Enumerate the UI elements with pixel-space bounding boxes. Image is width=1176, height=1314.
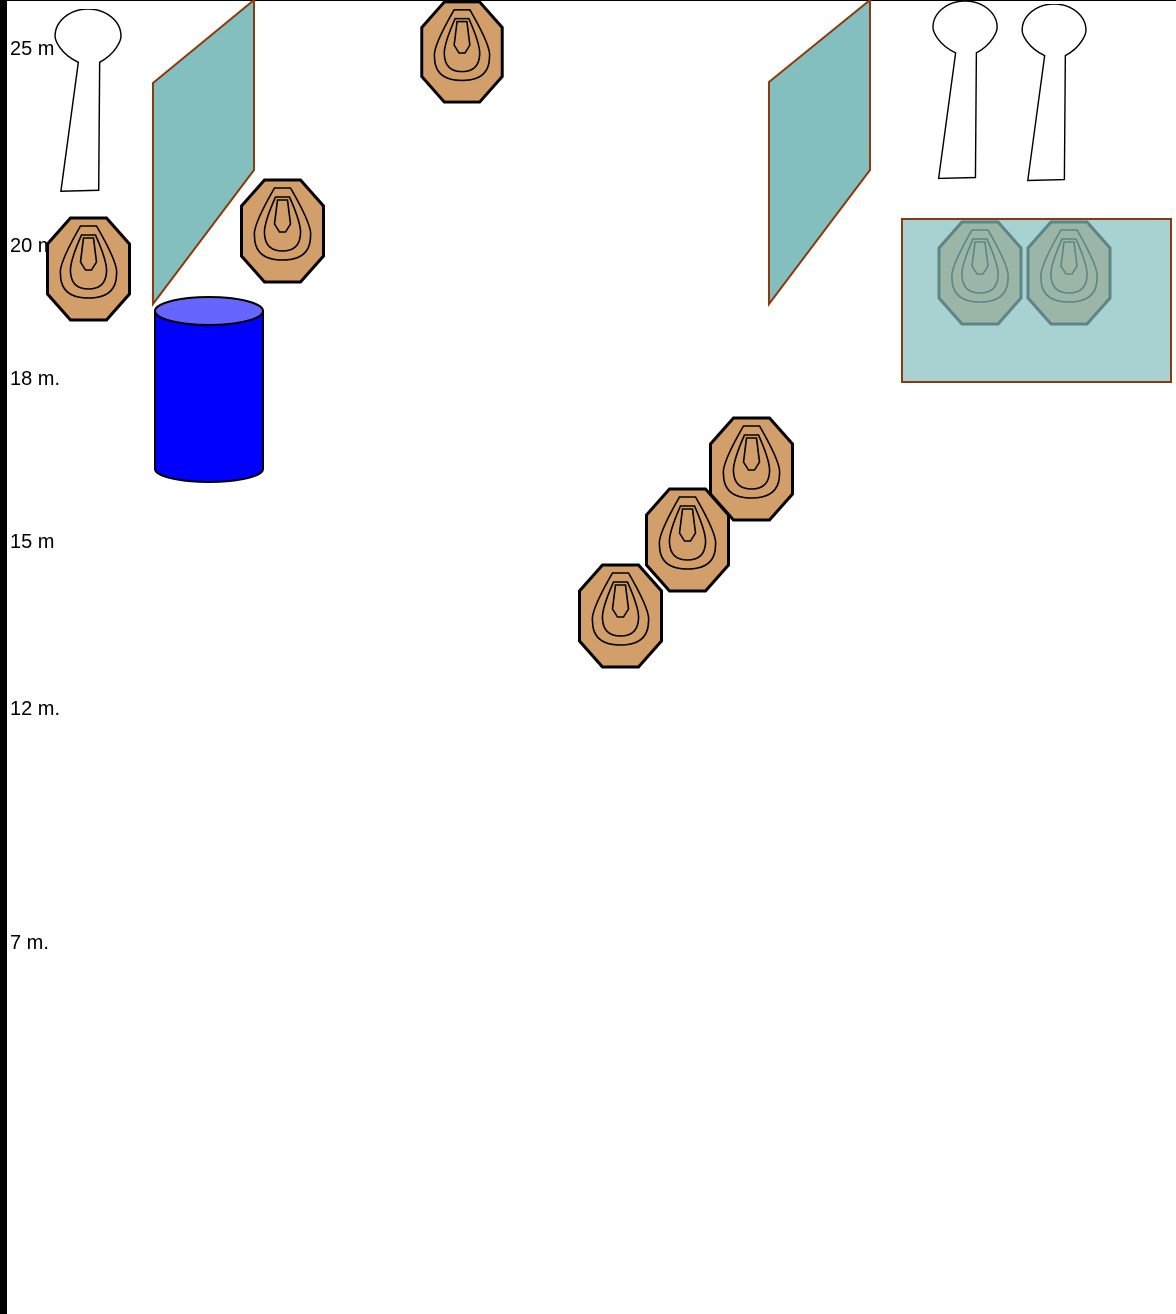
paper-target-mid-left	[241, 180, 324, 282]
wall-barrier-left	[152, 0, 255, 307]
distance-label-18: 18 m.	[10, 368, 61, 390]
top-border	[0, 0, 1176, 1]
left-border	[0, 0, 7, 1314]
popper-right-1	[932, 1, 998, 180]
wall-barrier-right	[768, 0, 871, 307]
popper-right-2	[1021, 4, 1087, 182]
distance-label-15: 15 m	[10, 531, 55, 553]
paper-target-diag-2	[646, 489, 729, 591]
paper-target-diag-1	[710, 418, 793, 520]
distance-label-25: 25 m	[10, 38, 55, 60]
paper-target-diag-3	[579, 565, 662, 667]
distance-label-12: 12 m.	[10, 698, 61, 720]
barrel	[154, 296, 264, 483]
distance-label-7: 7 m.	[10, 932, 49, 954]
popper-left	[54, 9, 122, 192]
paper-target-left	[47, 218, 130, 320]
distance-label-20: 20 m	[10, 235, 55, 257]
low-barrier	[901, 218, 1172, 383]
paper-target-top	[421, 1, 503, 103]
